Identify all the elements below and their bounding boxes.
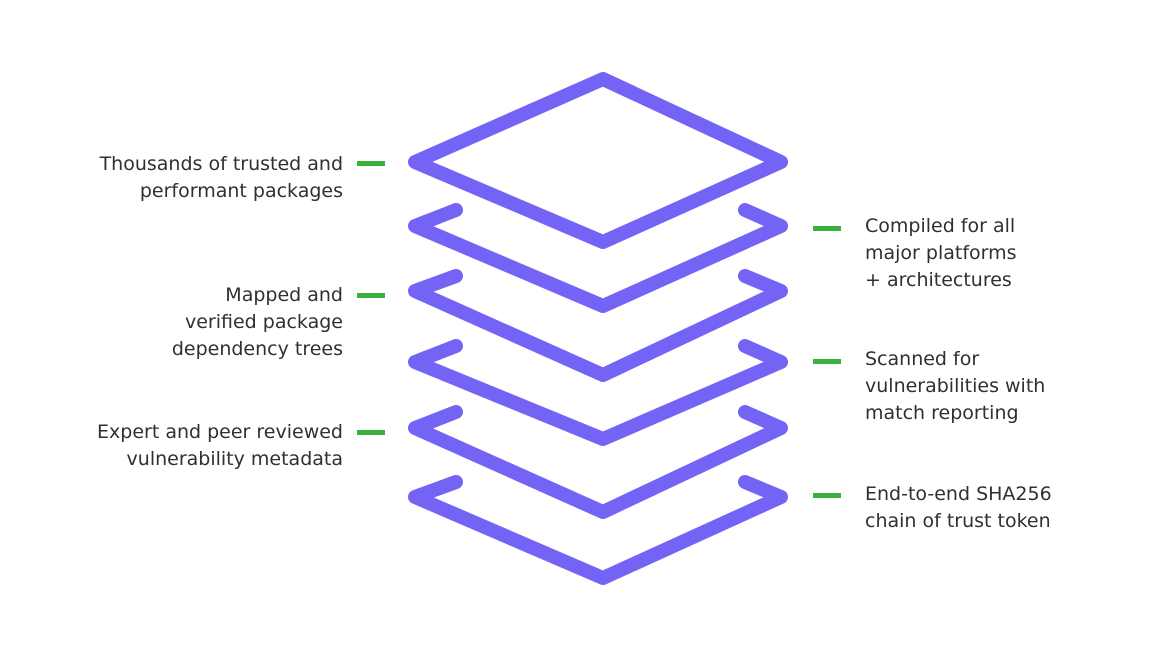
feature-label-line: chain of trust token	[865, 510, 1051, 532]
feature-label-line: Thousands of trusted and	[99, 153, 343, 175]
feature-label-vulnerability-metadata: Expert and peer reviewed vulnerability m…	[97, 419, 343, 473]
stack-layer-6	[408, 475, 788, 585]
feature-label-line: Scanned for	[865, 348, 980, 370]
feature-label-line: performant packages	[139, 180, 343, 202]
feature-label-dependency-trees: Mapped and verified package dependency t…	[172, 282, 343, 363]
stack-layer-5	[408, 405, 788, 519]
feature-label-line: major platforms	[865, 242, 1017, 264]
stack-layer-4	[408, 339, 788, 446]
top-layer-diamond	[408, 72, 788, 249]
feature-label-trusted-packages: Thousands of trusted and performant pack…	[100, 151, 343, 205]
feature-label-chain-of-trust: End-to-end SHA256 chain of trust token	[865, 481, 1052, 535]
feature-label-line: + architectures	[865, 269, 1012, 291]
feature-label-line: Compiled for all	[865, 215, 1016, 237]
feature-dash-marker	[813, 226, 841, 231]
feature-label-platforms: Compiled for all major platforms + archi…	[865, 213, 1017, 294]
feature-dash-marker	[813, 359, 841, 364]
feature-label-vulnerability-scan: Scanned for vulnerabilities with match r…	[865, 346, 1045, 427]
feature-dash-marker	[357, 430, 385, 435]
feature-dash-marker	[357, 161, 385, 166]
feature-dash-marker	[357, 293, 385, 298]
feature-label-line: vulnerabilities with	[865, 375, 1046, 397]
feature-dash-marker	[813, 493, 841, 498]
feature-label-line: Mapped and	[225, 284, 343, 306]
feature-label-line: End-to-end SHA256	[865, 483, 1052, 505]
feature-label-line: vulnerability metadata	[126, 448, 343, 470]
stack-layer-3	[408, 269, 788, 382]
feature-label-line: dependency trees	[171, 338, 343, 360]
stack-layer-2	[408, 203, 788, 313]
feature-label-line: verified package	[185, 311, 343, 333]
feature-label-line: match reporting	[865, 402, 1019, 424]
feature-label-line: Expert and peer reviewed	[97, 421, 343, 443]
